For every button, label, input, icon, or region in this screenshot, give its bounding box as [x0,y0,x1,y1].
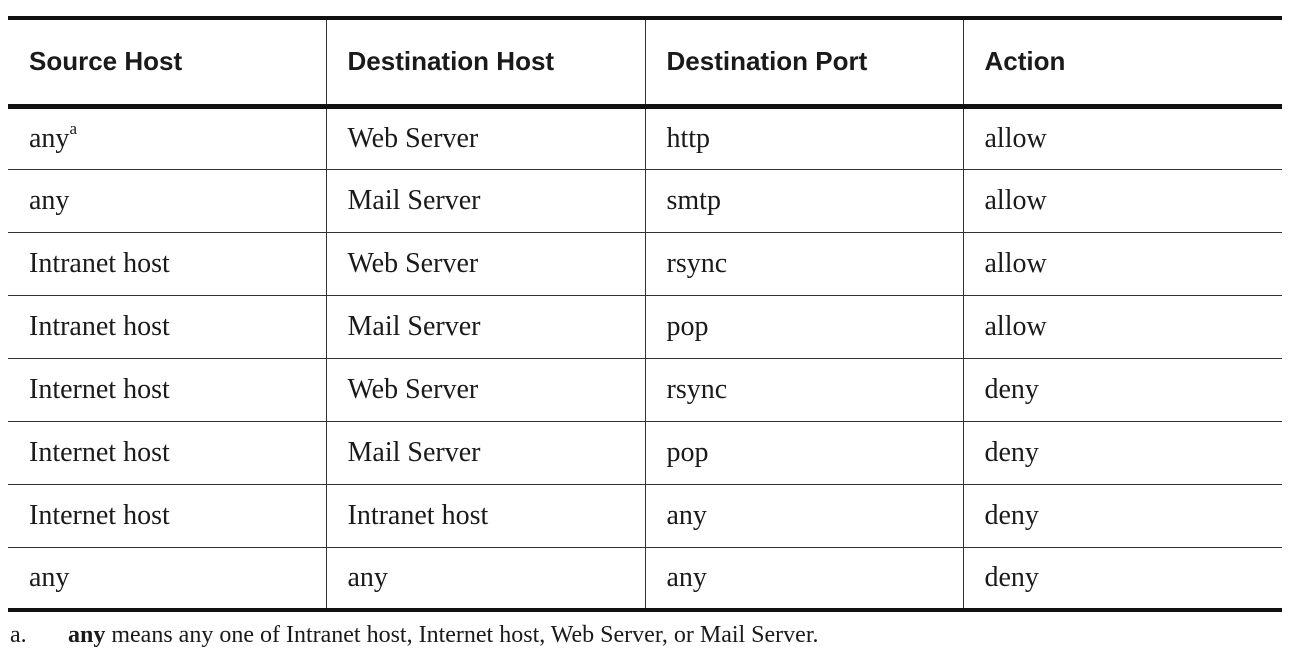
table-row: anya Web Server http allow [8,106,1282,170]
cell-action: allow [962,106,1282,170]
table-footnote: a. any means any one of Intranet host, In… [10,622,819,649]
cell-port: rsync [644,358,963,422]
cell-destination: Intranet host [325,484,645,548]
cell-action: deny [962,547,1282,612]
cell-destination: Mail Server [325,421,645,485]
table-row: Internet host Web Server rsync deny [8,358,1282,422]
cell-destination: Web Server [325,232,645,296]
table-row: Internet host Mail Server pop deny [8,421,1282,485]
cell-source: Internet host [8,358,326,422]
cell-port: pop [644,421,963,485]
cell-action: deny [962,421,1282,485]
header-action: Action [962,16,1282,109]
cell-port: any [644,484,963,548]
footnote-marker: a. [10,622,27,648]
cell-source: Intranet host [8,232,326,296]
footnote-text: means any one of Intranet host, Internet… [105,622,819,648]
cell-source-text: any [29,122,70,154]
cell-port: rsync [644,232,963,296]
cell-action: deny [962,484,1282,548]
cell-source: Internet host [8,421,326,485]
table-row: Intranet host Web Server rsync allow [8,232,1282,296]
cell-source: Intranet host [8,295,326,359]
footnote-term: any [68,622,106,648]
cell-action: allow [962,169,1282,233]
table-row: any Mail Server smtp allow [8,169,1282,233]
cell-source: anya [8,106,326,170]
cell-source: Internet host [8,484,326,548]
footnote-ref: a [69,119,77,139]
cell-source: any [8,547,326,612]
cell-action: deny [962,358,1282,422]
cell-action: allow [962,232,1282,296]
cell-destination: Web Server [325,358,645,422]
firewall-rules-table: Source Host Destination Host Destination… [8,16,1282,612]
cell-destination: any [325,547,645,612]
cell-destination: Mail Server [325,169,645,233]
table-row: Internet host Intranet host any deny [8,484,1282,548]
table-row: Intranet host Mail Server pop allow [8,295,1282,359]
header-destination-host: Destination Host [325,16,645,109]
cell-port: pop [644,295,963,359]
cell-destination: Web Server [325,106,645,170]
cell-port: any [644,547,963,612]
cell-action: allow [962,295,1282,359]
firewall-rules-table-container: Source Host Destination Host Destination… [8,16,1282,612]
table-header-row: Source Host Destination Host Destination… [8,16,1282,109]
cell-destination: Mail Server [325,295,645,359]
header-source-host: Source Host [8,16,326,109]
cell-port: http [644,106,963,170]
header-destination-port: Destination Port [644,16,963,109]
cell-port: smtp [644,169,963,233]
table-row: any any any deny [8,547,1282,612]
cell-source: any [8,169,326,233]
